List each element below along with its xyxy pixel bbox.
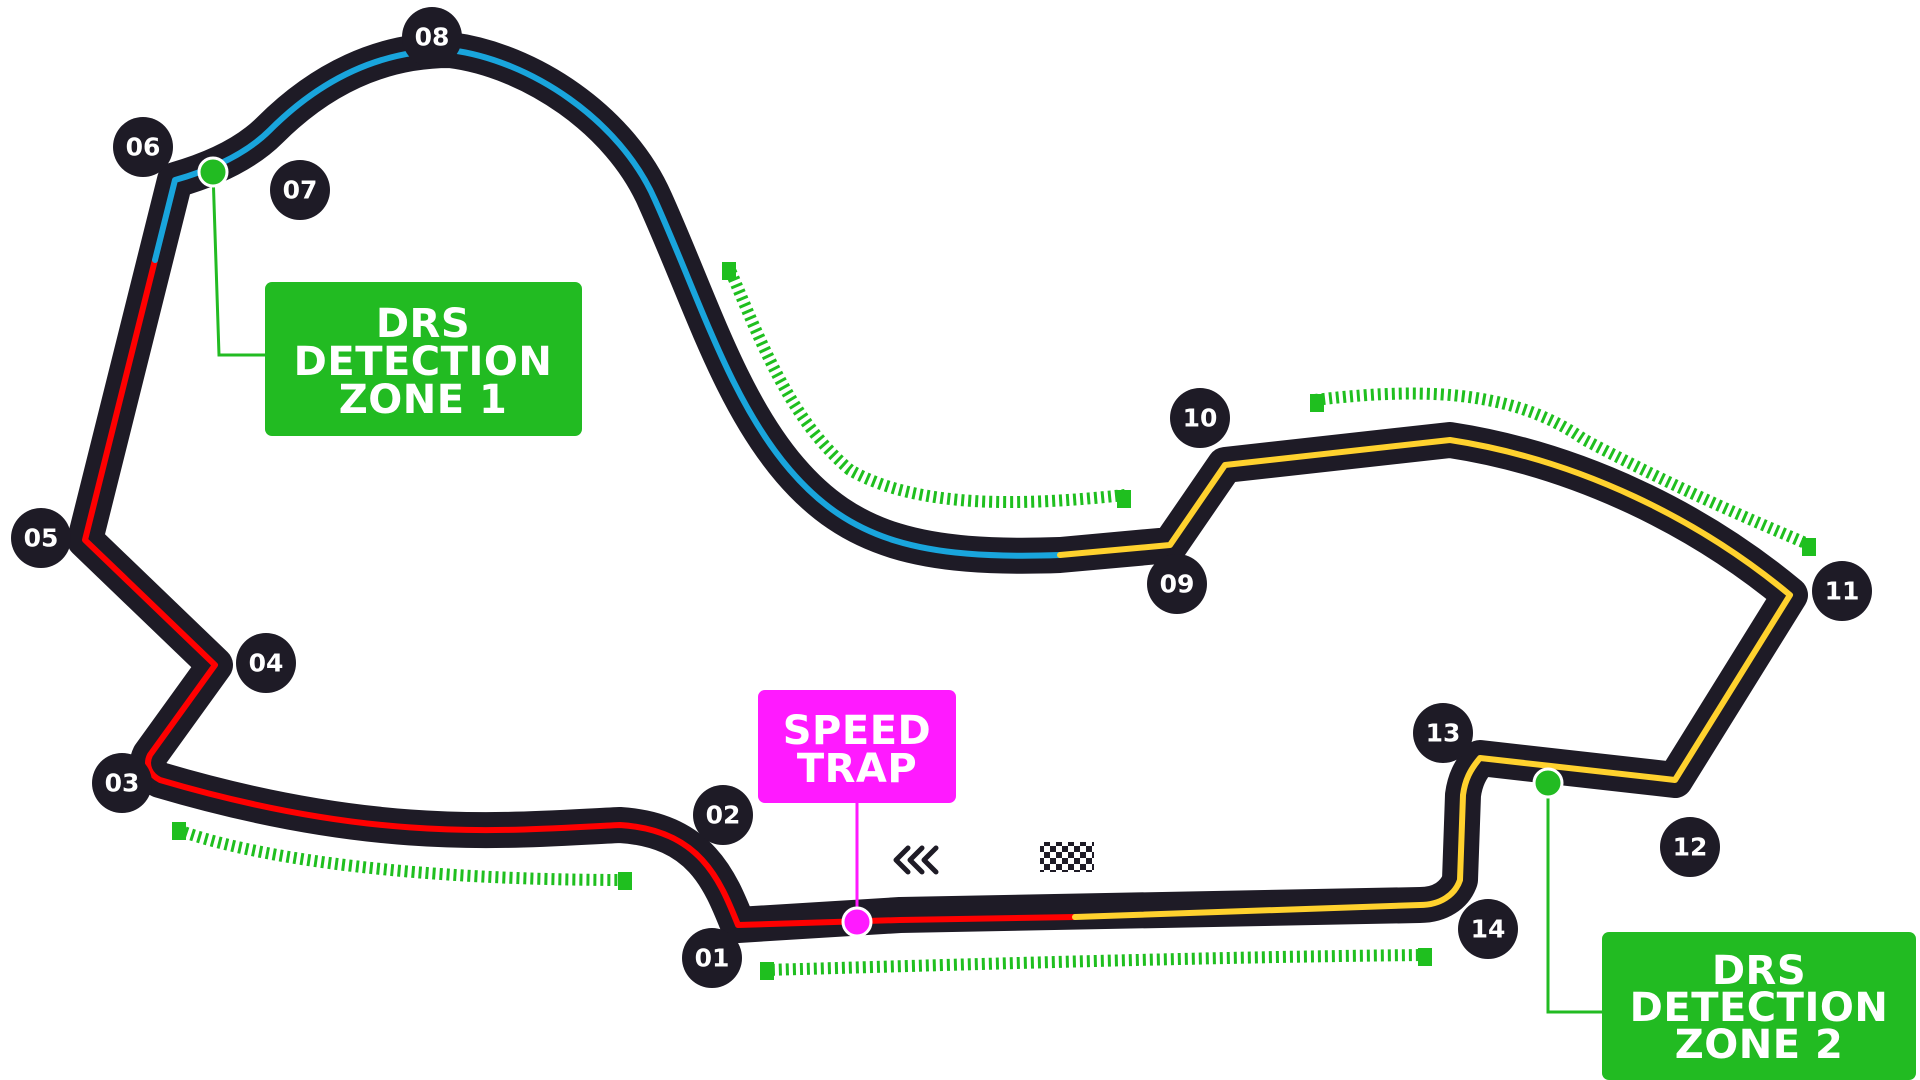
speed-trap-label-line-2: TRAP [797, 746, 917, 792]
drs-detection-zone-1: DRS DETECTION ZONE 1 [197, 156, 582, 436]
turn-number: 11 [1825, 577, 1860, 606]
drs-detection-1-box [265, 282, 582, 436]
turn-number: 07 [283, 176, 318, 205]
turn-number: 05 [24, 524, 59, 553]
chevrons-left-icon [893, 845, 939, 875]
turn-marker: 08 [402, 7, 462, 67]
turn-number: 10 [1183, 404, 1218, 433]
turn-number: 14 [1471, 915, 1506, 944]
drs-zone-main-straight [764, 949, 1426, 976]
turn-number: 06 [126, 133, 161, 162]
drs-detection-zone-2: DRS DETECTION ZONE 2 [1532, 767, 1916, 1080]
drs-detection-1-marker [197, 156, 229, 188]
turn-number: 13 [1426, 719, 1461, 748]
drs-detection-2-connector [1546, 783, 1604, 1014]
turn-number: 01 [695, 944, 730, 973]
drs-zone-end-mark [760, 962, 774, 980]
drs-detection-1-label-line-2: DETECTION [294, 339, 553, 385]
drs-detection-1-label-line-3: ZONE 1 [339, 377, 508, 423]
turn-marker: 05 [11, 508, 71, 568]
speed-trap-label-line-1: SPEED [783, 708, 931, 754]
turn-marker: 14 [1458, 899, 1518, 959]
drs-zone-end-mark [1310, 394, 1324, 412]
turn-marker: 07 [270, 160, 330, 220]
drs-detection-2-label-line-2: DETECTION [1630, 985, 1889, 1031]
turn-number: 08 [415, 23, 450, 52]
drs-zone-end-mark [172, 822, 186, 840]
turn-marker: 09 [1147, 554, 1207, 614]
drs-zone-end-mark [1802, 538, 1816, 556]
drs-detection-1-connector [211, 171, 266, 357]
sector-1-line [82, 257, 1078, 928]
turn-marker: 01 [682, 928, 742, 988]
turn-number: 04 [249, 649, 284, 678]
drs-detection-1-label-line-1: DRS [376, 301, 470, 347]
turn-marker: 02 [693, 785, 753, 845]
drs-zone-end-mark [1117, 490, 1131, 508]
turn-number: 03 [105, 769, 140, 798]
turn-number: 09 [1160, 570, 1195, 599]
speed-trap-marker [841, 906, 873, 938]
drs-zone-end-mark [1418, 948, 1432, 966]
drs-detection-2-box [1602, 932, 1916, 1080]
turn-marker: 06 [113, 117, 173, 177]
drs-detection-2-label-line-3: ZONE 2 [1675, 1022, 1844, 1068]
sector-3-line [1057, 437, 1793, 920]
drs-detection-2-label-line-1: DRS [1712, 948, 1806, 994]
drs-zone-end-mark [722, 262, 736, 280]
drs-detection-2-marker [1532, 767, 1564, 799]
speed-trap: SPEED TRAP [758, 690, 956, 938]
turn-marker: 11 [1812, 561, 1872, 621]
turn-marker: 13 [1413, 703, 1473, 763]
turn-number: 02 [706, 801, 741, 830]
turn-number: 12 [1673, 833, 1708, 862]
sector-2-line [152, 47, 1063, 559]
turn-marker: 10 [1170, 388, 1230, 448]
drs-zone-back-straight [722, 262, 1126, 509]
turn-marker: 03 [92, 753, 152, 813]
turn-marker: 04 [236, 633, 296, 693]
checkered-flag-icon [1040, 842, 1094, 872]
turn-marker: 12 [1660, 817, 1720, 877]
drs-zone-end-mark [618, 872, 632, 890]
drs-zone-turn-10-11 [1314, 387, 1813, 551]
speed-trap-box [758, 690, 956, 803]
